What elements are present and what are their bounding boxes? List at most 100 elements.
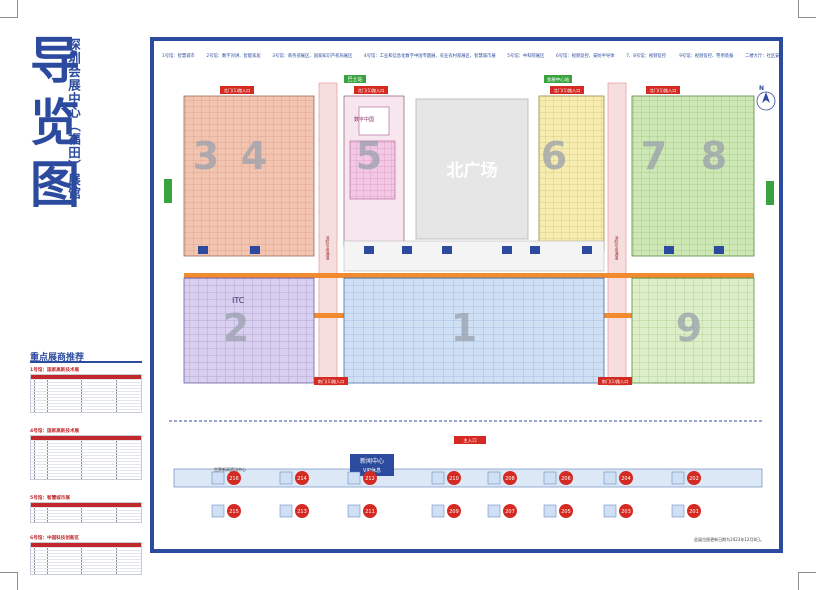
recommendation-table-row	[31, 564, 141, 568]
toilet-icon	[198, 246, 208, 254]
legend-item-6: 6号馆：视频监控、安防半导体	[556, 52, 615, 59]
hall-number-6: 6	[541, 134, 567, 178]
room-block	[671, 471, 685, 485]
recommendation-table-row	[31, 510, 141, 513]
main-entrance-sign	[454, 436, 486, 444]
room-212	[363, 471, 377, 485]
fire-lane-east-label: 消防专用通道	[615, 235, 620, 261]
toilet-icon	[502, 246, 512, 254]
room-210	[447, 471, 461, 485]
entrance-sign-south-1	[314, 377, 348, 385]
recommendation-table-header	[31, 375, 141, 379]
recommendation-table-row	[31, 549, 141, 553]
toilet-icon	[442, 246, 452, 254]
fire-lane-east	[607, 82, 627, 386]
north-plaza	[415, 98, 529, 240]
recommendation-table-row	[31, 439, 141, 443]
legend-item-2: 2号馆：数字对讲、智能家居	[206, 52, 261, 59]
east-exit-sign	[766, 181, 774, 205]
recommendation-table-row	[31, 463, 141, 467]
recommendation-section-label: 1号馆：国家高新技术展	[30, 368, 80, 373]
crop-mark-bottom-right	[798, 572, 816, 590]
recommendation-table-row	[31, 451, 141, 455]
hall-4-pink-zone	[349, 140, 396, 200]
legend-item-9: 二楼大厅：社区安全、监控	[745, 52, 779, 59]
toilet-icon	[582, 246, 592, 254]
metro-label: 会展中心站	[547, 76, 570, 83]
recommendation-table-row	[31, 397, 141, 400]
recommendation-table-row	[31, 388, 141, 391]
room-label-201: 201	[689, 509, 699, 515]
recommendation-table-header	[31, 542, 141, 547]
toilet-icons	[198, 246, 724, 254]
page-title: 导 览 图	[30, 30, 90, 216]
west-exit-sign	[164, 179, 172, 203]
toilet-icon	[664, 246, 674, 254]
recommendation-section-label: 6号馆：中国科技创新区	[30, 535, 80, 541]
fire-lane-west-label: 消防专用通道	[326, 235, 331, 261]
recommendation-table	[30, 541, 142, 575]
room-201	[687, 504, 701, 518]
recommendation-rule	[30, 361, 142, 363]
legend-item-5: 5号馆：中科院展区	[507, 52, 545, 59]
entrance-sign-north-4	[646, 86, 680, 94]
hall-number-2: 2	[223, 306, 249, 350]
room-207	[503, 504, 517, 518]
room-label-205: 205	[561, 509, 571, 515]
room-label-215: 215	[229, 509, 239, 515]
room-206	[559, 471, 573, 485]
legend-item-4: 4号馆：工业和信息化数字中国专题展、农业农村部展区、智慧城市展	[364, 52, 496, 59]
room-209	[447, 504, 461, 518]
entrance-south-label-1: 南门(1)路入口	[318, 378, 345, 385]
service-strip	[343, 240, 605, 272]
legend-item-1: 1号馆：智慧城市	[162, 52, 196, 59]
legend-item-8: 9号馆：视频监控、警用装备	[679, 52, 734, 59]
toilet-icon	[402, 246, 412, 254]
room-label-209: 209	[449, 509, 459, 515]
room-label-203: 203	[621, 509, 631, 515]
room-block	[603, 471, 617, 485]
recommendation-table-row	[31, 454, 141, 458]
room-block	[543, 471, 557, 485]
room-block	[543, 504, 557, 518]
entrance-south-label-2: 南门(1)路入口	[602, 378, 629, 385]
entrance-north-label-1: 北门(1)路入口	[224, 87, 251, 94]
recommendation-table-row	[31, 409, 141, 412]
recommendation-table-row	[31, 555, 141, 559]
recommendation-table-row	[31, 400, 141, 403]
room-block	[671, 504, 685, 518]
hall-number-1: 1	[451, 306, 477, 350]
recommendation-section-2: 4号馆：国家高新技术展	[30, 428, 142, 480]
hall-number-4: 4	[241, 134, 267, 178]
room-202	[687, 471, 701, 485]
entrance-north-label-4: 北门(1)路入口	[650, 87, 677, 94]
hall-number-9: 9	[676, 306, 702, 350]
room-label-202: 202	[689, 476, 699, 482]
recommendation-table-row	[31, 546, 141, 550]
entrance-north-label-3: 北门(1)路入口	[554, 87, 581, 94]
room-216	[227, 471, 241, 485]
recommendation-table-row	[31, 519, 141, 522]
recommendation-table-row	[31, 561, 141, 565]
crop-mark-top-right	[798, 0, 816, 18]
recommendation-table-row	[31, 448, 141, 452]
north-plaza-label: 北广场	[447, 160, 498, 181]
room-205	[559, 504, 573, 518]
recommendation-table-row	[31, 442, 141, 446]
recommendation-table-row	[31, 570, 141, 574]
title-char-1: 导	[30, 32, 80, 90]
room-204	[619, 471, 633, 485]
recommendation-table-row	[31, 460, 141, 464]
room-label-213: 213	[297, 509, 307, 515]
entrance-sign-north-3	[550, 86, 584, 94]
hall-number-8: 8	[701, 134, 727, 178]
hall-3-4-area	[183, 95, 315, 257]
room-label-214: 214	[297, 476, 307, 482]
room-label-207: 207	[505, 509, 515, 515]
recommendation-table	[30, 374, 142, 413]
venue-subtitle: 深圳会展中心（福田）展馆	[66, 38, 81, 200]
room-block	[347, 471, 361, 485]
room-214	[295, 471, 309, 485]
